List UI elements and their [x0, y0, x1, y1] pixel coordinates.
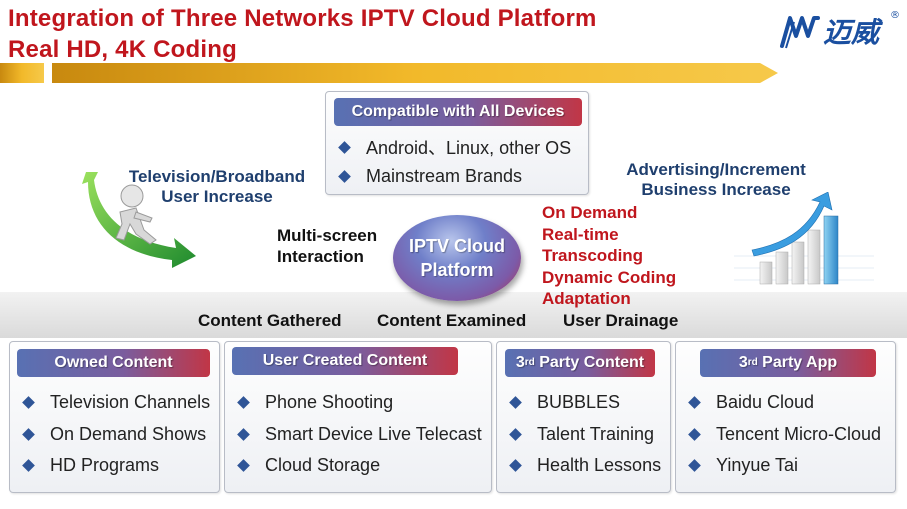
feature-item: Real-time [542, 224, 619, 244]
list-item: On Demand Shows [22, 424, 206, 445]
diamond-bullet-icon [688, 428, 701, 441]
user-created-content-header: User Created Content [232, 347, 458, 375]
diamond-bullet-icon [509, 459, 522, 472]
feature-item: Dynamic Coding [542, 267, 677, 287]
diamond-bullet-icon [22, 459, 35, 472]
list-item: Phone Shooting [237, 392, 393, 413]
flow-label-examined: Content Examined [377, 311, 527, 330]
right-stat-label: Advertising/Increment Business Increase [626, 160, 806, 199]
list-item: Cloud Storage [237, 455, 380, 476]
flow-label-gathered: Content Gathered [198, 311, 342, 330]
list-item: Talent Training [509, 424, 654, 445]
diamond-bullet-icon [237, 396, 250, 409]
diamond-bullet-icon [22, 428, 35, 441]
owned-content-box: Owned Content Television Channels On Dem… [9, 341, 220, 493]
list-item: Baidu Cloud [688, 392, 814, 413]
registered-mark: ® [890, 10, 900, 21]
list-item: Tencent Micro-Cloud [688, 424, 881, 445]
growth-chart-illustration [724, 192, 880, 292]
page-title: Integration of Three Networks IPTV Cloud… [8, 5, 597, 32]
compatible-devices-box: Compatible with All Devices Android、Linu… [325, 91, 589, 195]
feature-item: Transcoding [542, 246, 644, 265]
diamond-bullet-icon [509, 428, 522, 441]
logo-chinese-text: 迈威 [823, 16, 884, 49]
diamond-bullet-icon [338, 140, 351, 154]
iptv-cloud-platform-badge: IPTV Cloud Platform [393, 215, 521, 301]
page-subtitle: Real HD, 4K Coding [8, 36, 237, 63]
list-item: Television Channels [22, 392, 210, 413]
list-item: Android、Linux, other OS [338, 134, 571, 160]
list-item: HD Programs [22, 455, 159, 476]
list-item: Mainstream Brands [338, 166, 522, 187]
multi-screen-label: Multi-screen Interaction [277, 226, 378, 266]
company-logo: 迈威 ® [778, 6, 903, 52]
diamond-bullet-icon [509, 396, 522, 409]
diamond-bullet-icon [688, 396, 701, 409]
list-item: BUBBLES [509, 392, 620, 413]
list-item: Smart Device Live Telecast [237, 424, 482, 445]
owned-content-header: Owned Content [17, 349, 210, 377]
list-item: Yinyue Tai [688, 455, 798, 476]
feature-list: On Demand Real-time Transcoding Dynamic … [542, 202, 676, 310]
person-arrow-illustration [80, 168, 210, 270]
diamond-bullet-icon [237, 428, 250, 441]
diamond-bullet-icon [22, 396, 35, 409]
user-created-content-box: User Created Content Phone Shooting Smar… [224, 341, 492, 493]
compatible-devices-header: Compatible with All Devices [334, 98, 582, 126]
feature-item: Adaptation [542, 289, 631, 308]
left-stat-label: Television/Broadband User Increase [128, 167, 306, 206]
flow-label-drainage: User Drainage [563, 311, 679, 330]
diamond-bullet-icon [688, 459, 701, 472]
gold-divider-bar [0, 63, 780, 83]
logo-mark [780, 16, 820, 49]
list-item: Health Lessons [509, 455, 661, 476]
feature-item: On Demand [542, 203, 638, 222]
diamond-bullet-icon [338, 170, 351, 183]
diamond-bullet-icon [237, 459, 250, 472]
